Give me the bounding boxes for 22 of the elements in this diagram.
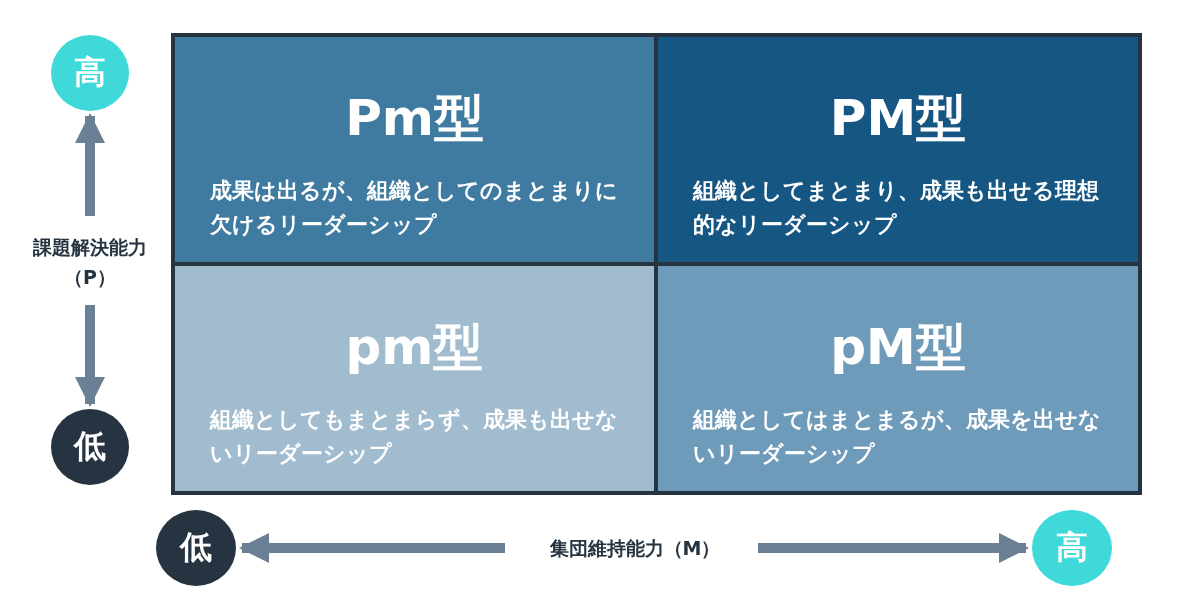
- arrow: [239, 533, 505, 563]
- axis-label: 集団維持能力（M）: [515, 533, 755, 563]
- level-circle: 低: [156, 510, 236, 586]
- axis-label: 課題解決能力（P）: [15, 232, 165, 292]
- level-circle: 高: [1032, 510, 1112, 586]
- quadrant-title: pm型: [345, 317, 484, 378]
- quadrant-box: [175, 266, 654, 491]
- quadrant-description: 組織としてもまとまらず、成果も出せないリーダーシップ: [209, 406, 619, 468]
- quadrant-description: 組織としてはまとまるが、成果を出せないリーダーシップ: [693, 406, 1102, 468]
- quadrant-box: [658, 266, 1138, 491]
- level-circle: 高: [51, 35, 129, 111]
- quadrant-title: Pm型: [345, 88, 484, 149]
- quadrant-description: 組織としてまとまり、成果も出せる理想的なリーダーシップ: [693, 177, 1100, 239]
- arrow: [75, 305, 105, 407]
- quadrant-title: pM型: [830, 317, 966, 378]
- level-circle: 低: [51, 409, 129, 485]
- quadrant-box: [175, 37, 654, 262]
- quadrant-box: [658, 37, 1138, 262]
- quadrant-description: 成果は出るが、組織としてのまとまりに欠けるリーダーシップ: [209, 177, 619, 239]
- arrow: [758, 533, 1029, 563]
- quadrant-title: PM型: [829, 88, 967, 149]
- arrow: [75, 113, 105, 216]
